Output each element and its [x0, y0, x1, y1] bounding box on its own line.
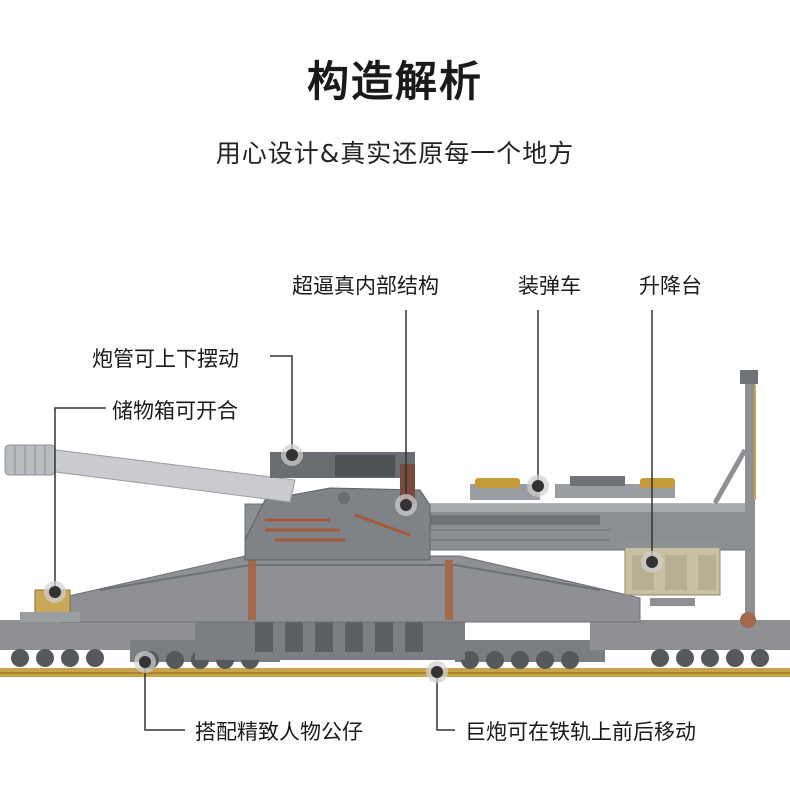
gun-barrel	[4, 444, 296, 503]
callout-loader-car: 装弹车	[518, 274, 581, 298]
lift-platform	[620, 370, 758, 630]
callout-lines	[54, 310, 653, 731]
page-subtitle: 用心设计&真实还原每一个地方	[215, 139, 575, 168]
loader-car	[470, 476, 675, 500]
callout-figures: 搭配精致人物公仔	[195, 720, 363, 744]
page-title: 构造解析	[306, 57, 483, 106]
callout-barrel-swing: 炮管可上下摆动	[92, 347, 239, 371]
callout-markers	[44, 444, 663, 683]
callout-internal-structure: 超逼真内部结构	[292, 274, 439, 298]
callout-storage-box: 储物箱可开合	[112, 399, 238, 423]
callout-lift-platform: 升降台	[639, 274, 702, 298]
callout-rail-movement: 巨炮可在铁轨上前后移动	[465, 720, 696, 744]
